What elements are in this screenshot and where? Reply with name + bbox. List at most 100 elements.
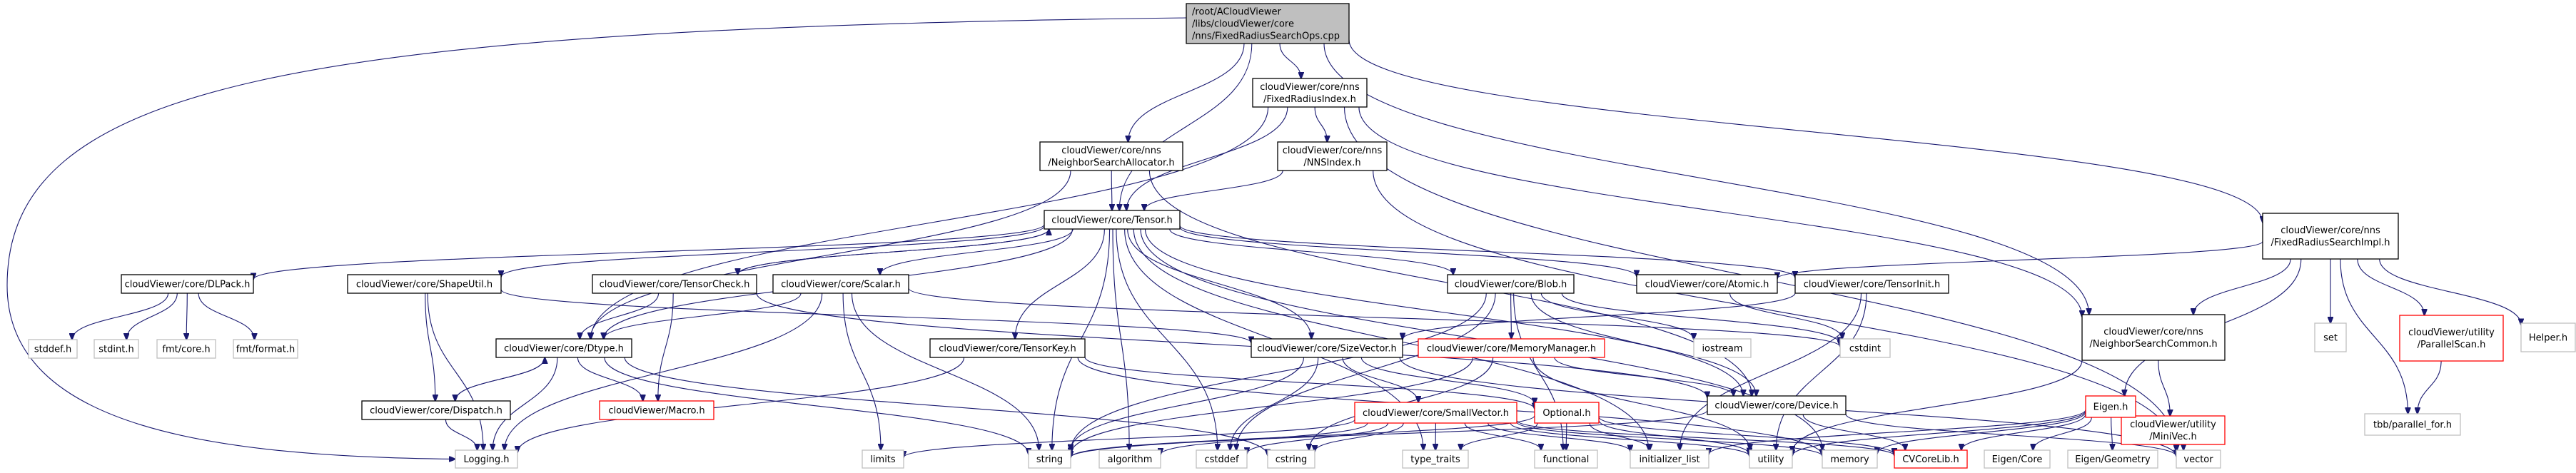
node-box[interactable]	[495, 338, 632, 358]
graph-node-scalar[interactable]: cloudViewer/core/Scalar.h	[772, 274, 909, 294]
node-box	[1630, 449, 1709, 469]
node-box[interactable]	[2262, 213, 2399, 260]
graph-node-logging: Logging.h	[455, 449, 518, 469]
node-box[interactable]	[599, 400, 714, 420]
node-box[interactable]	[2121, 415, 2226, 445]
graph-node-tensor[interactable]: cloudViewer/core/Tensor.h	[1044, 210, 1181, 230]
edge-smallvector-to-cvcorelib	[1516, 419, 1894, 456]
edge-dlpack-to-fmtcore	[186, 293, 187, 340]
graph-node-root[interactable]: /root/ACloudViewer/libs/cloudViewer/core…	[1186, 3, 1350, 44]
graph-node-dispatch[interactable]: cloudViewer/core/Dispatch.h	[361, 400, 511, 420]
node-box[interactable]	[1707, 395, 1847, 415]
edge-tensorkey-to-logging	[517, 357, 965, 452]
edge-dispatch-to-logging	[445, 419, 477, 450]
node-label: functional	[1543, 454, 1590, 465]
graph-node-atomic[interactable]: cloudViewer/core/Atomic.h	[1636, 274, 1778, 294]
graph-node-smallvector[interactable]: cloudViewer/core/SmallVector.h	[1354, 402, 1517, 424]
edge-dlpack-to-stdint	[126, 293, 178, 340]
node-label: cloudViewer/core/ShapeUtil.h	[356, 280, 493, 290]
node-box[interactable]	[121, 274, 254, 294]
graph-node-frsi[interactable]: cloudViewer/core/nns/FixedRadiusSearchIm…	[2262, 213, 2399, 260]
node-box[interactable]	[1044, 210, 1181, 230]
node-box	[156, 339, 216, 359]
graph-node-algorithm: algorithm	[1098, 449, 1161, 469]
graph-node-limits: limits	[862, 449, 904, 469]
graph-node-tensorinit[interactable]: cloudViewer/core/TensorInit.h	[1794, 274, 1949, 294]
edge-blob-to-cstddef	[1236, 293, 1496, 450]
graph-node-helper: Helper.h	[2520, 322, 2576, 352]
graph-node-fri[interactable]: cloudViewer/core/nns/FixedRadiusIndex.h	[1252, 78, 1368, 108]
node-box[interactable]	[1186, 3, 1350, 44]
node-label: tbb/parallel_for.h	[2373, 420, 2452, 431]
graph-node-memmgr[interactable]: cloudViewer/core/MemoryManager.h	[1418, 338, 1605, 358]
graph-node-parallelscan[interactable]: cloudViewer/utility/ParallelScan.h	[2399, 315, 2504, 362]
node-box[interactable]	[1277, 141, 1388, 171]
edge-memmgr-to-utility	[1532, 357, 1750, 450]
node-label: CVCoreLib.h	[1902, 454, 1959, 465]
node-box[interactable]	[347, 274, 502, 294]
node-box[interactable]	[1534, 402, 1600, 424]
node-box	[1028, 449, 1071, 469]
node-box[interactable]	[772, 274, 909, 294]
graph-node-shapeutil[interactable]: cloudViewer/core/ShapeUtil.h	[347, 274, 502, 294]
node-box[interactable]	[361, 400, 511, 420]
node-label: memory	[1830, 454, 1869, 465]
node-box[interactable]	[2081, 314, 2226, 361]
node-box[interactable]	[1251, 338, 1403, 358]
graph-node-tensorkey[interactable]: cloudViewer/core/TensorKey.h	[929, 338, 1086, 358]
graph-node-device[interactable]: cloudViewer/core/Device.h	[1707, 395, 1847, 415]
edge-scalar-to-cstdint	[908, 288, 1840, 347]
node-box[interactable]	[1354, 402, 1517, 424]
node-label: iostream	[1702, 344, 1742, 355]
edge-atomic-to-cstdint	[1729, 293, 1843, 339]
graph-node-nsc[interactable]: cloudViewer/core/nns/NeighborSearchCommo…	[2081, 314, 2226, 361]
node-box[interactable]	[1894, 449, 1968, 469]
edge-optional-to-utility	[1598, 419, 1749, 454]
graph-node-optional[interactable]: Optional.h	[1534, 402, 1600, 424]
node-box[interactable]	[1039, 141, 1183, 171]
graph-node-utility: utility	[1749, 449, 1793, 469]
edge-blob-to-cstdint	[1561, 293, 1840, 344]
node-box[interactable]	[1252, 78, 1368, 108]
edge-optional-to-functional	[1566, 422, 1567, 450]
graph-node-sizevector[interactable]: cloudViewer/core/SizeVector.h	[1251, 338, 1403, 358]
graph-node-tensorcheck[interactable]: cloudViewer/core/TensorCheck.h	[592, 274, 757, 294]
graph-node-nsa[interactable]: cloudViewer/core/nns/NeighborSearchAlloc…	[1039, 141, 1183, 171]
node-box[interactable]	[929, 338, 1086, 358]
node-box[interactable]	[1447, 274, 1575, 294]
node-label: /ParallelScan.h	[2418, 340, 2486, 350]
graph-node-macro[interactable]: cloudViewer/Macro.h	[599, 400, 714, 420]
node-label: /libs/cloudViewer/core	[1192, 19, 1294, 30]
node-box[interactable]	[1794, 274, 1949, 294]
graph-node-dtype[interactable]: cloudViewer/core/Dtype.h	[495, 338, 632, 358]
node-label: cloudViewer/Macro.h	[608, 406, 704, 417]
node-box[interactable]	[1636, 274, 1778, 294]
graph-node-blob[interactable]: cloudViewer/core/Blob.h	[1447, 274, 1575, 294]
edge-tensor-to-device	[1144, 228, 1744, 396]
graph-node-nnsi[interactable]: cloudViewer/core/nns/NNSIndex.h	[1277, 141, 1388, 171]
node-box[interactable]	[2085, 395, 2136, 418]
edge-nsa-to-tensor	[1111, 170, 1112, 210]
graph-node-cvcorelib[interactable]: CVCoreLib.h	[1894, 449, 1968, 469]
node-box	[233, 339, 298, 359]
node-label: cstring	[1276, 454, 1307, 465]
graph-node-memory: memory	[1822, 449, 1878, 469]
graph-node-eigen[interactable]: Eigen.h	[2085, 395, 2136, 418]
edge-dtype-to-macro	[577, 357, 642, 401]
edge-nnsi-to-tensor	[1144, 170, 1283, 210]
node-box[interactable]	[592, 274, 757, 294]
edge-scalar-to-logging	[505, 293, 823, 450]
node-label: vector	[2183, 454, 2213, 465]
edge-tensor-to-blob	[1169, 228, 1453, 275]
edge-dlpack-to-fmtformat	[198, 293, 254, 340]
node-box	[1822, 449, 1878, 469]
edge-dtype-to-logging	[493, 357, 558, 450]
graph-node-dlpack[interactable]: cloudViewer/core/DLPack.h	[121, 274, 254, 294]
node-label: cstdint	[1849, 344, 1881, 355]
node-box[interactable]	[1418, 338, 1605, 358]
node-label: Helper.h	[2529, 333, 2567, 344]
node-box[interactable]	[2399, 315, 2504, 362]
edge-tensor-to-tensorinit	[1179, 225, 1795, 278]
edge-optional-to-initlist	[1589, 422, 1650, 450]
graph-node-minivec[interactable]: cloudViewer/utility/MiniVec.h	[2121, 415, 2226, 445]
